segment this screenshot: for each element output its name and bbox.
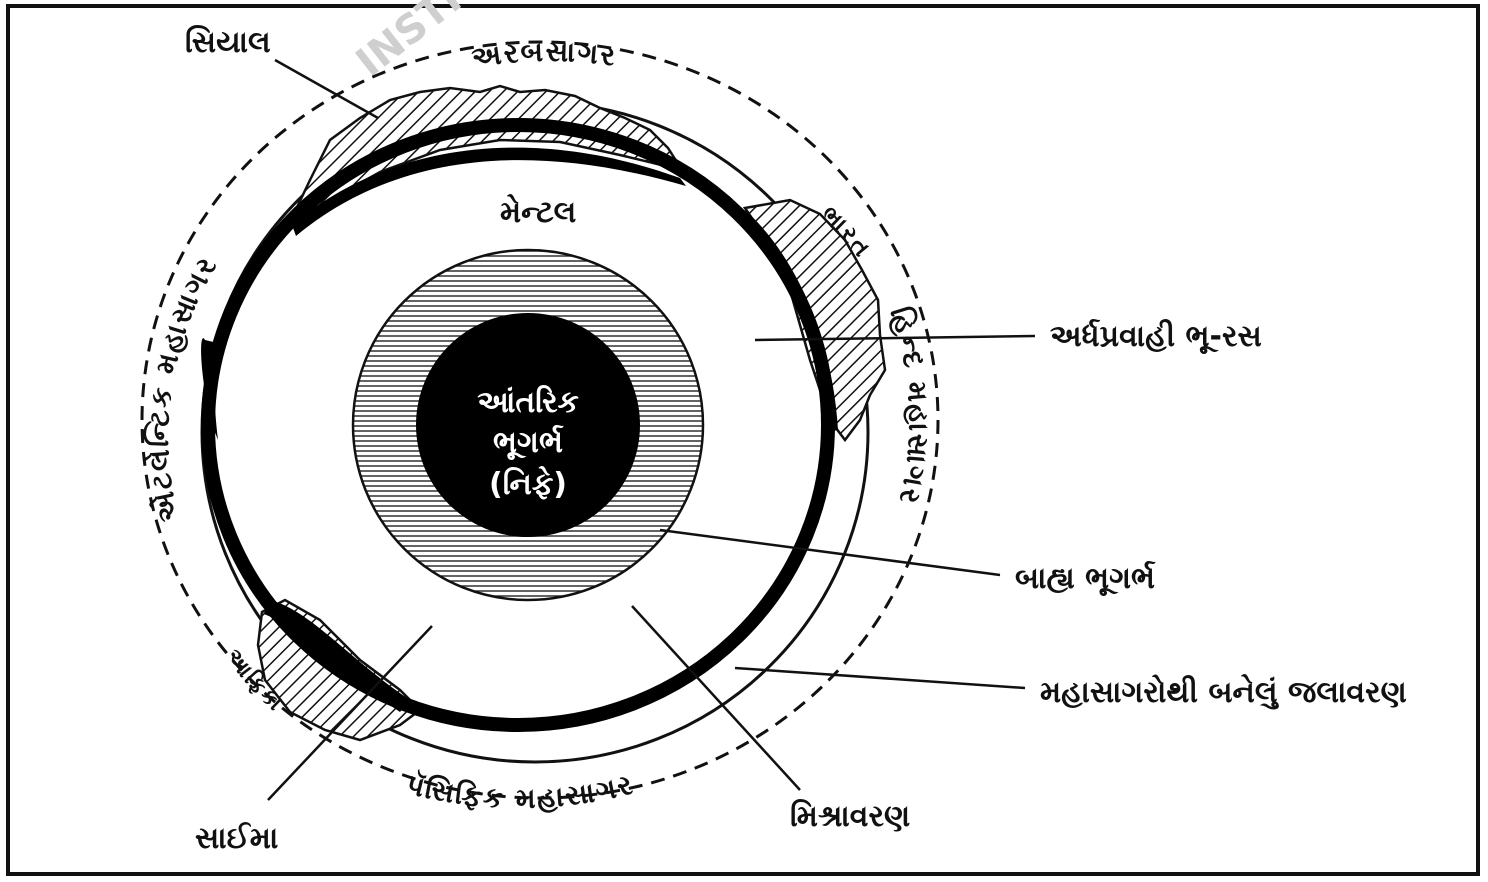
leader-outer-core bbox=[660, 530, 1000, 575]
label-sima: સાઈમા bbox=[195, 821, 278, 856]
label-mantle: મેન્ટલ bbox=[500, 194, 576, 230]
label-arabian-sea: અરબસાગર bbox=[470, 35, 619, 75]
inner-core-label-line3: (નિફે) bbox=[489, 466, 567, 502]
label-sial: સિયાલ bbox=[185, 25, 271, 60]
label-mishravaran: મિશ્રાવરણ bbox=[790, 799, 910, 834]
label-hydrosphere: મહાસાગરોથી બનેલું જલાવરણ bbox=[1040, 674, 1407, 711]
label-asthenosphere: અર્ધપ્રવાહી ભૂ-રસ bbox=[1050, 319, 1262, 355]
inner-core-label-line2: ભૂગર્ભ bbox=[493, 425, 564, 461]
label-outer-core: બાહ્ય ભૂગર્ભ bbox=[1015, 561, 1156, 597]
label-pacific-ocean: પૅસિફિક મહાસાગર bbox=[403, 767, 638, 815]
leader-hydrosphere bbox=[735, 668, 1025, 688]
watermark-text: INSTI bbox=[348, 0, 470, 86]
inner-core-label-line1: આંતરિક bbox=[477, 385, 579, 420]
